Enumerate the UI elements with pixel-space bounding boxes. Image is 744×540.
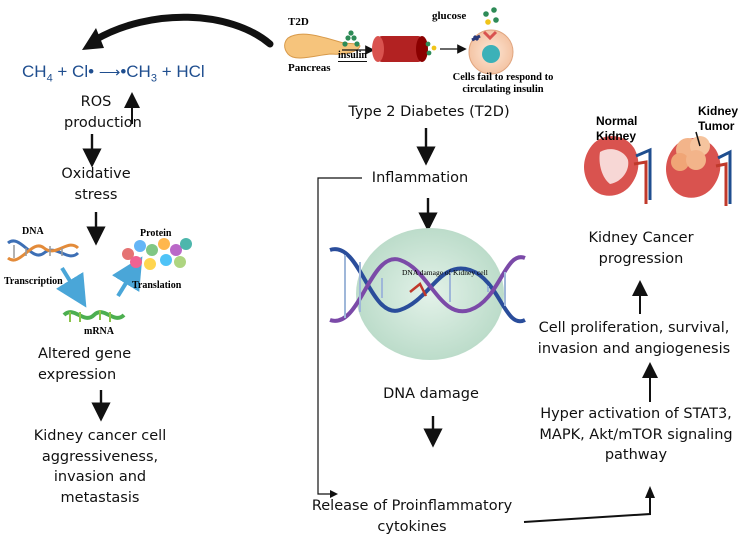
hyper-activation-label: Hyper activation of STAT3, MAPK, Akt/mTO…: [539, 406, 733, 464]
arrow-translation: [111, 256, 143, 298]
normal-kidney-label: Normal Kidney: [596, 114, 638, 143]
normal-kidney-icon: [584, 136, 652, 204]
reaction-chlorine: + Cl•: [52, 62, 95, 81]
inflammation-label: Inflammation: [371, 170, 469, 186]
glucose-label: glucose: [432, 10, 467, 22]
reaction-product: •CH: [120, 62, 151, 81]
transcription-label: Transcription: [4, 276, 63, 287]
cell-icon: [468, 29, 514, 75]
cells-fail-label: Cells fail to respond to circulating ins…: [452, 72, 554, 96]
release-cytokines-label: Release of Proinflammatory cytokines: [311, 498, 513, 535]
glucose-dots-icon: [483, 7, 499, 25]
reaction-arrow: ⟶: [98, 64, 121, 81]
oxidative-stress-label: Oxidative stress: [61, 166, 131, 203]
dna-damage-glow: [356, 228, 504, 360]
proliferation-label: Cell proliferation, survival, invasion a…: [537, 320, 731, 357]
blood-vessel-icon: [372, 36, 437, 62]
reaction-sub-3: 3: [150, 72, 157, 85]
protein-chain-icon: [122, 238, 192, 270]
tumor-label-pointer: [695, 131, 701, 147]
protein-label: Protein: [140, 228, 172, 239]
dna-damage-label: DNA damage: [383, 386, 479, 402]
aggressiveness-label: Kidney cancer cell aggressiveness, invas…: [33, 428, 167, 506]
pancreas-icon: [284, 33, 361, 59]
kidney-tumor-icon: [666, 136, 732, 206]
altered-gene-expression-label: Altered gene expression: [38, 346, 132, 383]
curved-arrow-head: [82, 28, 104, 50]
curved-feedback-arrow: [91, 13, 274, 48]
mrna-strand-icon: [62, 310, 126, 320]
reaction-sub-4: 4: [46, 72, 53, 85]
translation-label: Translation: [132, 280, 182, 291]
ros-reaction: CH4 + Cl• ⟶•CH3 + HCl: [22, 62, 205, 84]
insulin-label: insulin: [338, 50, 367, 62]
dna-helix-icon: [7, 239, 80, 262]
inflammation-release-bracket: [317, 177, 362, 495]
kidney-tumor-label: Kidney Tumor: [698, 104, 739, 133]
mrna-bases-icon: [69, 310, 111, 322]
dna-damage-helix-icon: [329, 247, 526, 324]
mrna-label: mRNA: [84, 326, 114, 337]
dna-label: DNA: [22, 226, 44, 237]
ros-production-label: ROS production: [64, 94, 142, 131]
reaction-reactant: CH: [22, 62, 47, 81]
kidney-progression-label: Kidney Cancer progression: [588, 230, 694, 267]
arrow-transcription: [55, 266, 87, 308]
insulin-dots-icon: [342, 30, 360, 47]
dna-damage-caption: DNA damage of Kidney cell: [402, 268, 488, 277]
t2d-label: Type 2 Diabetes (T2D): [348, 104, 510, 120]
release-to-hyper-arrow: [523, 496, 651, 523]
t2d-tag: T2D: [288, 16, 309, 28]
reaction-hcl: + HCl: [156, 62, 205, 81]
pancreas-label: Pancreas: [288, 62, 331, 74]
